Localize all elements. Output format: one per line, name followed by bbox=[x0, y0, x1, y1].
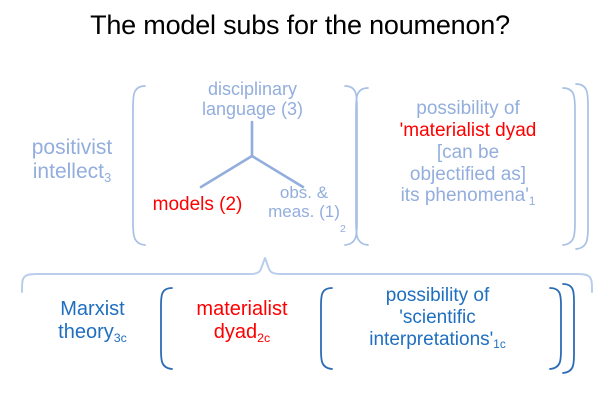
disciplinary-line2: language (3) bbox=[201, 99, 304, 120]
obs-meas-label: obs. & meas. (1) bbox=[258, 183, 350, 221]
marxist-subscript: 3c bbox=[113, 330, 127, 345]
marxist-line1: Marxist bbox=[60, 298, 125, 320]
interpretations-subscript: 1c bbox=[493, 338, 506, 352]
phenomena-line2: 'materialist dyad bbox=[399, 119, 537, 141]
y-branch-connector-icon bbox=[199, 120, 305, 189]
obs-meas-line2: meas. (1) bbox=[268, 202, 340, 222]
phenomena-line5: its phenomena' bbox=[400, 185, 529, 207]
tree-group-subscript-value: 2 bbox=[340, 223, 346, 236]
disciplinary-line1: disciplinary bbox=[207, 79, 298, 99]
interpretations-line3: interpretations' bbox=[369, 328, 494, 350]
obs-meas-line1: obs. & bbox=[279, 183, 329, 202]
upper-outer-right-bracket-icon bbox=[575, 83, 589, 250]
dyad-subscript: 2c bbox=[257, 330, 271, 345]
marxist-theory-label: Marxist theory3c bbox=[30, 298, 155, 345]
positivist-intellect-label: positivist intellect3 bbox=[8, 136, 136, 185]
disciplinary-language-label: disciplinary language (3) bbox=[165, 79, 340, 120]
models-label: models (2) bbox=[152, 194, 243, 215]
positivist-line1: positivist bbox=[31, 136, 113, 159]
dyad-left-bracket-icon bbox=[160, 287, 173, 370]
tree-group-subscript: 2 bbox=[340, 214, 356, 236]
interpretations-line1: possibility of bbox=[385, 285, 490, 306]
phenomena-line3: [can be bbox=[436, 141, 500, 163]
phenomena-group-label: possibility of 'materialist dyad [can be… bbox=[366, 98, 570, 209]
positivist-line2: intellect bbox=[32, 159, 104, 183]
interpretations-line2: 'scientific bbox=[399, 306, 476, 328]
marxist-line2: theory bbox=[58, 320, 114, 343]
dyad-line2: dyad bbox=[213, 320, 258, 343]
interpretations-right-bracket-icon bbox=[549, 287, 562, 370]
page-title: The model subs for the noumenon? bbox=[90, 10, 510, 40]
phenomena-line4: objectified as] bbox=[409, 163, 527, 185]
phenomena-line1: possibility of bbox=[416, 98, 520, 119]
interpretations-group-label: possibility of 'scientific interpretatio… bbox=[330, 285, 545, 351]
materialist-dyad-label: materialist dyad2c bbox=[172, 298, 312, 345]
positivist-subscript: 3 bbox=[103, 169, 112, 185]
phenomena-subscript: 1 bbox=[528, 195, 536, 209]
lower-outer-right-bracket-icon bbox=[562, 283, 575, 374]
dyad-line1: materialist bbox=[196, 298, 288, 320]
